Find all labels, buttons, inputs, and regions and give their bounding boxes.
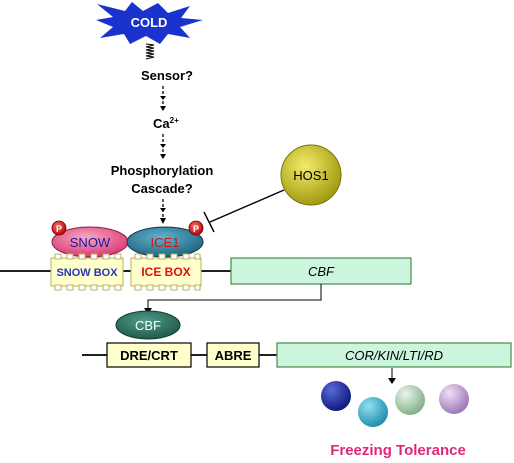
cbf-gene-label: CBF bbox=[308, 264, 335, 279]
hos1-label: HOS1 bbox=[293, 168, 328, 183]
hos1-inhibition-line bbox=[203, 189, 285, 233]
protein-ball-lavender bbox=[439, 384, 469, 414]
hos1-node bbox=[280, 144, 342, 206]
cold-wave-icon bbox=[145, 43, 155, 60]
snow-phospho-label: P bbox=[56, 224, 62, 234]
cold-label: COLD bbox=[131, 15, 168, 30]
ice-box-label: ICE BOX bbox=[141, 265, 190, 279]
arrow-calcium-to-phosphorylation bbox=[160, 134, 166, 159]
calcium-label: Ca2+ bbox=[153, 116, 179, 131]
protein-ball-cyan bbox=[358, 397, 388, 427]
arrow-cascade-to-ice1 bbox=[160, 199, 166, 224]
abre-label: ABRE bbox=[215, 348, 252, 363]
sensor-label: Sensor? bbox=[141, 68, 193, 83]
abre-box bbox=[206, 342, 260, 368]
ice1-phospho-label: P bbox=[193, 224, 199, 234]
ice1-phospho-icon bbox=[188, 220, 204, 236]
snow-box-label: SNOW BOX bbox=[56, 267, 118, 279]
protein-ball-dark-blue bbox=[321, 381, 351, 411]
snow-phospho-icon bbox=[51, 220, 67, 236]
protein-ball-green bbox=[395, 385, 425, 415]
dre-crt-label: DRE/CRT bbox=[120, 348, 178, 363]
cor-kin-lti-rd-label: COR/KIN/LTI/RD bbox=[345, 348, 443, 363]
snow-protein-label: SNOW bbox=[70, 235, 111, 250]
snow-box: SNOW BOX bbox=[50, 253, 124, 291]
cbf-gene bbox=[230, 257, 412, 285]
arrow-genes-to-proteins bbox=[388, 368, 396, 384]
dre-crt-box bbox=[106, 342, 192, 368]
cascade-label: Cascade? bbox=[131, 181, 192, 196]
cold-starburst-icon bbox=[96, 2, 203, 44]
cbf-protein bbox=[115, 310, 181, 340]
freezing-tolerance-label: Freezing Tolerance bbox=[330, 442, 466, 459]
cbf-protein-label: CBF bbox=[135, 318, 161, 333]
cor-kin-lti-rd-gene bbox=[276, 342, 512, 368]
arrow-sensor-to-calcium bbox=[160, 86, 166, 111]
phosphorylation-label: Phosphorylation bbox=[111, 163, 214, 178]
ice1-protein-label: ICE1 bbox=[151, 235, 180, 250]
ice-box: ICE BOX bbox=[130, 253, 202, 291]
